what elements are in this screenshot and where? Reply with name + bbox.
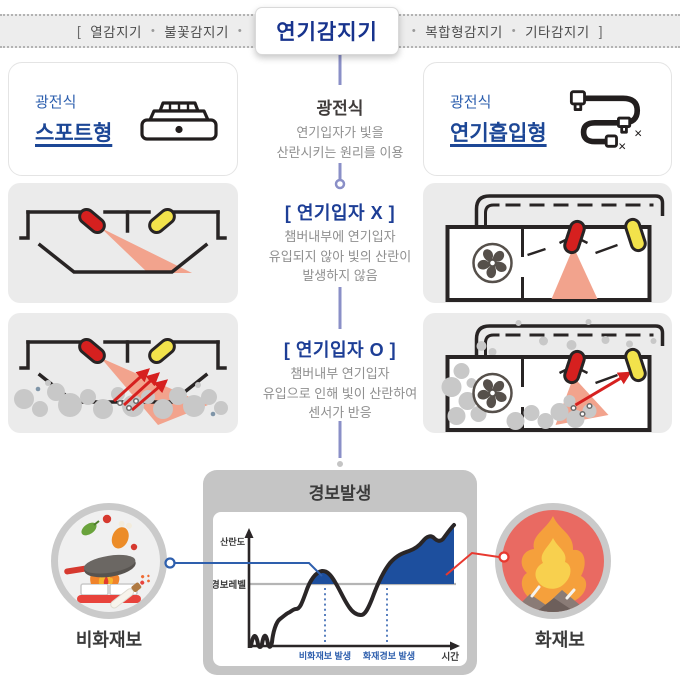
detector-type-tabs: [ 열감지기 • 불꽃감지기 • 연기감지기 • 복합형감지기 • 기타감지기 … — [0, 7, 680, 55]
cooking-illustration — [64, 514, 150, 609]
smoke-desc-line: 센서가 반응 — [308, 405, 372, 420]
aspirating-chamber-smoke-illustration — [423, 313, 672, 433]
cigarette-icon — [110, 574, 150, 609]
food-items — [81, 514, 138, 551]
spot-chamber-smoke-diagram — [14, 338, 228, 425]
connector-dot — [334, 178, 346, 190]
scattered-light-arrows — [112, 368, 169, 412]
flame-core — [535, 538, 571, 589]
aspirating-chamber-diagram — [445, 194, 665, 302]
fire-alarm-circle — [495, 503, 611, 619]
bracket-left: [ — [76, 23, 82, 39]
y-axis-label: 산란도 — [220, 536, 246, 547]
separator-dot: • — [411, 25, 417, 37]
light-beam — [551, 247, 598, 299]
photo-sensor-icon — [624, 347, 647, 383]
false-alarm-annotation: 비화재보 발생 — [299, 650, 351, 661]
spot-chamber-diagram — [19, 208, 227, 274]
x-axis-label: 시간 — [442, 651, 460, 663]
separator-dot: • — [150, 25, 156, 37]
principle-title: 광전식 — [316, 99, 364, 118]
tab-flame-detector[interactable]: 불꽃감지기 — [164, 25, 229, 40]
tab-smoke-detector-active[interactable]: 연기감지기 — [255, 7, 399, 55]
above-threshold-fill — [309, 525, 454, 584]
red-led-icon — [563, 349, 586, 385]
fire-alarm-label: 화재보 — [535, 630, 585, 650]
false-alarm-label: 비화재보 — [75, 630, 143, 650]
no-smoke-section-title: [ 연기입자 X ] — [284, 203, 396, 223]
smoke-desc-line: 챔버내부 연기입자 — [290, 366, 390, 381]
spot-type-card: 광전식 스포트형 — [8, 62, 238, 176]
no-smoke-desc-line: 발생하지 않음 — [302, 268, 378, 283]
scattering-curve — [249, 523, 456, 649]
aspirating-chamber-smoke-diagram — [441, 319, 665, 432]
tab-heat-detector[interactable]: 열감지기 — [90, 25, 142, 40]
red-led-icon — [563, 219, 586, 255]
spot-chamber-smoke-illustration — [8, 313, 238, 433]
aspirating-type-card: 광전식 연기흡입형 ✕ ✕ — [423, 62, 672, 176]
smoke-description: 챔버내부 연기입자 유입으로 인해 빛이 산란하여 센서가 반응 — [240, 364, 440, 423]
particle-dots — [570, 402, 593, 418]
spot-type-labels: 광전식 스포트형 — [35, 91, 112, 147]
alarm-panel-title: 경보발생 — [308, 484, 372, 503]
principle-desc-line: 산란시키는 원리를 이용 — [276, 144, 404, 160]
photo-sensor-icon — [148, 208, 176, 234]
fan-icon — [472, 372, 513, 414]
event-marker-lines — [324, 588, 388, 643]
spot-type-name: 스포트형 — [35, 122, 113, 145]
tab-combined-detector[interactable]: 복합형감지기 — [425, 25, 503, 40]
frying-pan-icon — [64, 554, 136, 578]
photoelectric-label: 광전식 — [35, 94, 77, 111]
photo-sensor-icon — [624, 217, 647, 253]
no-smoke-desc-line: 유입되지 않아 빛의 산란이 — [268, 248, 412, 264]
no-smoke-description: 챔버내부에 연기입자 유입되지 않아 빛의 산란이 발생하지 않음 — [240, 227, 440, 286]
svg-text:✕: ✕ — [618, 142, 627, 151]
bracket-right: ] — [598, 23, 603, 39]
alarm-panel: 경보발생 산란도 경보레벨 시간 비화재보 — [203, 470, 477, 675]
fire-alarm-annotation: 화재경보 발생 — [363, 650, 415, 661]
light-beam — [101, 228, 192, 273]
photo-sensor-icon — [148, 338, 176, 364]
principle-desc-line: 연기입자가 빛을 — [296, 125, 384, 140]
red-led-icon — [78, 208, 106, 234]
false-alarm-circle — [51, 503, 167, 619]
smoke-section-title: [ 연기입자 O ] — [283, 340, 397, 360]
separator-dot: • — [237, 25, 243, 37]
scattering-chart-svg: 산란도 경보레벨 시간 비화재보 발생 화재경보 발생 — [213, 523, 460, 663]
x-axis-arrow — [450, 641, 460, 651]
spot-chamber-no-smoke-illustration — [8, 183, 238, 303]
principle-description: 연기입자가 빛을 산란시키는 원리를 이용 — [240, 123, 440, 162]
fan-icon — [472, 242, 513, 284]
threshold-label: 경보레벨 — [213, 579, 246, 591]
connector-dot-panel — [334, 458, 346, 470]
red-led-icon — [78, 338, 106, 364]
particle-dots — [116, 397, 140, 412]
svg-text:✕: ✕ — [634, 129, 643, 140]
y-axis-arrow — [244, 528, 254, 538]
scattering-chart: 산란도 경보레벨 시간 비화재보 발생 화재경보 발생 — [213, 512, 467, 666]
aspirating-type-name: 연기흡입형 — [450, 122, 547, 145]
smoke-desc-line: 유입으로 인해 빛이 산란하여 — [262, 385, 418, 401]
aspirating-pipe-icon: ✕ ✕ — [569, 90, 643, 151]
spot-detector-icon — [140, 101, 218, 141]
scattered-light-arrow — [574, 371, 632, 407]
aspirating-chamber-no-smoke-illustration — [423, 183, 672, 303]
tab-other-detector[interactable]: 기타감지기 — [525, 25, 590, 40]
smoke-particles-outside — [476, 319, 657, 356]
no-smoke-desc-line: 챔버내부에 연기입자 — [284, 229, 396, 244]
aspirating-type-labels: 광전식 연기흡입형 — [450, 91, 547, 147]
fire-illustration — [512, 516, 604, 612]
smoke-particles — [14, 380, 228, 419]
photoelectric-label: 광전식 — [450, 94, 492, 111]
separator-dot: • — [511, 25, 517, 37]
axes — [247, 537, 452, 648]
